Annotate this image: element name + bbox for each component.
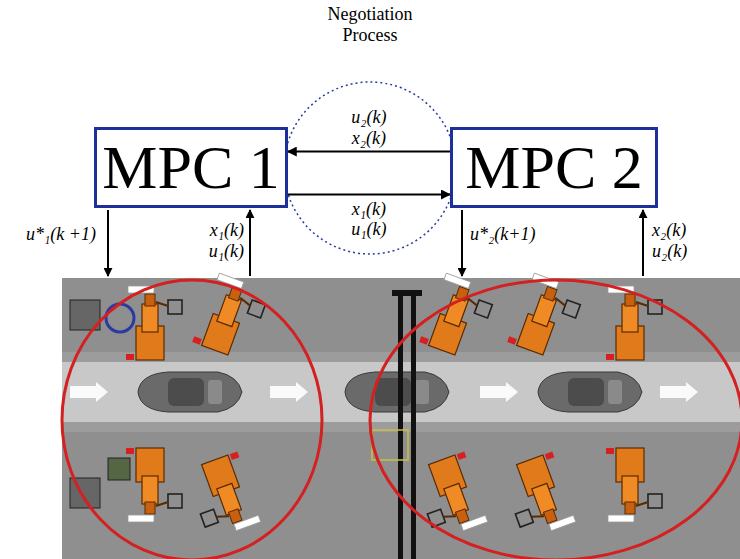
controller-box: MPC 2 bbox=[450, 127, 658, 208]
fixtures bbox=[70, 300, 134, 508]
signal-label: u*₁(k +1) bbox=[26, 224, 96, 245]
message-label: u₂(k) x₂(k) bbox=[351, 107, 386, 148]
robots bbox=[126, 272, 662, 540]
message-arrow bbox=[288, 151, 450, 153]
subsystem-region bbox=[62, 280, 322, 559]
controller-label: MPC 2 bbox=[465, 136, 642, 198]
floor bbox=[62, 278, 740, 559]
signal-label: x₂(k) u₂(k) bbox=[652, 220, 687, 261]
car-bodies bbox=[138, 372, 642, 412]
signal-label: u*₂(k+1) bbox=[470, 224, 535, 245]
process-title: Negotiation Process bbox=[328, 4, 413, 45]
negotiation-circle bbox=[284, 82, 456, 254]
subsystem-region bbox=[370, 280, 740, 559]
signal-label: x₁(k) u₁(k) bbox=[209, 220, 244, 261]
controller-box: MPC 1 bbox=[94, 127, 287, 208]
controller-label: MPC 1 bbox=[102, 136, 279, 198]
message-arrow bbox=[288, 194, 450, 196]
message-label: x₁(k) u₁(k) bbox=[351, 199, 386, 240]
